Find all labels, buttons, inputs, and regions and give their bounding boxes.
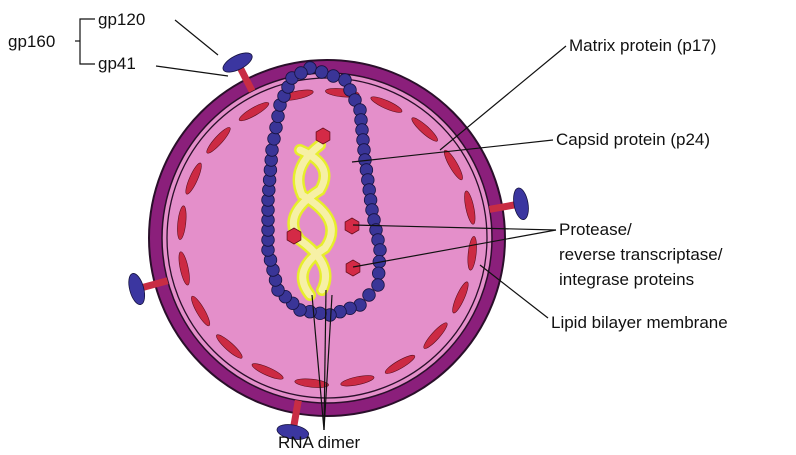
- label-gp41: gp41: [98, 54, 136, 73]
- gp41-leader: [156, 66, 228, 76]
- capsid-protein-bead: [363, 289, 376, 302]
- label-gp160: gp160: [8, 32, 55, 51]
- capsid-protein-bead: [327, 70, 340, 83]
- label-lipid-bilayer-membrane: Lipid bilayer membrane: [551, 313, 728, 332]
- enzyme-protein: [346, 260, 360, 276]
- capsid-protein-bead: [374, 244, 387, 257]
- capsid-protein-bead: [266, 144, 279, 157]
- capsid-protein-bead: [372, 267, 385, 280]
- label-matrix-protein: Matrix protein (p17): [569, 36, 716, 55]
- label-enzymes-line1: Protease/: [559, 220, 632, 239]
- label-gp120: gp120: [98, 10, 145, 29]
- capsid-protein-bead: [315, 66, 328, 79]
- gp120-leader: [175, 20, 218, 55]
- gp120-cap: [511, 187, 530, 221]
- enzyme-protein: [287, 228, 301, 244]
- gp160-bracket: [80, 19, 95, 64]
- label-rna-dimer: RNA dimer: [278, 433, 361, 452]
- capsid-protein-bead: [272, 110, 285, 123]
- enzyme-protein: [316, 128, 330, 144]
- label-enzymes-line3: integrase proteins: [559, 270, 694, 289]
- matrix-leader: [440, 46, 566, 150]
- capsid-protein-bead: [268, 133, 281, 146]
- gp41-stalk: [490, 205, 515, 209]
- label-capsid-protein: Capsid protein (p24): [556, 130, 710, 149]
- capsid-protein-bead: [295, 67, 308, 80]
- gp120-cap: [220, 49, 255, 76]
- gp41-stalk: [294, 401, 298, 426]
- capsid-protein-bead: [270, 121, 283, 134]
- enzyme-protein: [345, 218, 359, 234]
- capsid-protein-bead: [372, 279, 385, 292]
- label-enzymes-line2: reverse transcriptase/: [559, 245, 723, 264]
